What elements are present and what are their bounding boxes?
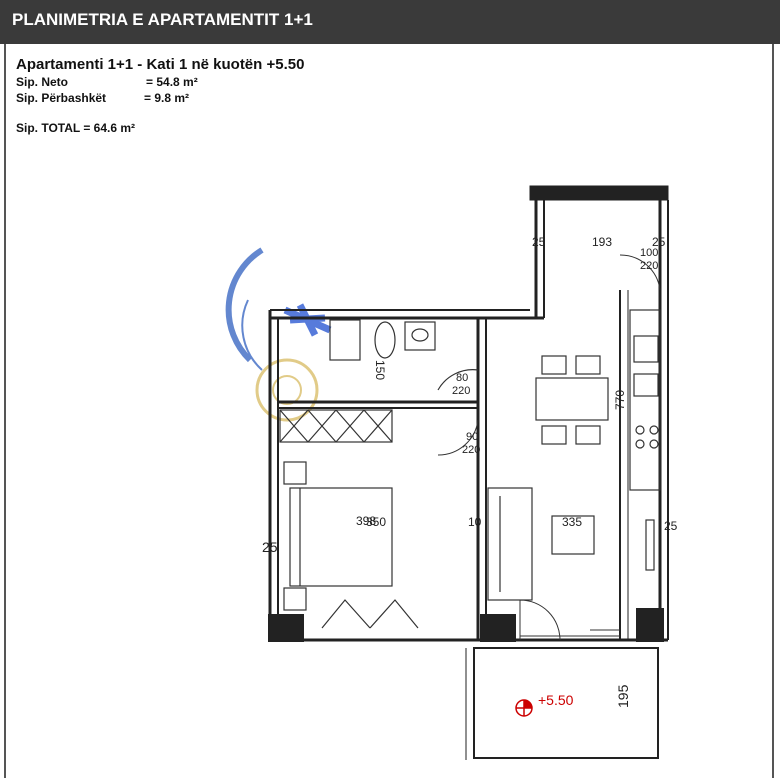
apartment-subtitle: Apartamenti 1+1 - Kati 1 në kuotën +5.50: [16, 56, 305, 73]
dim-335: 335: [562, 515, 582, 529]
level-label: +5.50: [538, 692, 574, 708]
page-title: PLANIMETRIA E APARTAMENTIT 1+1: [12, 10, 313, 29]
dim-door-main-w: 100: [640, 247, 658, 259]
neto-label: Sip. Neto: [16, 75, 69, 89]
kitchen-counter: [629, 309, 661, 571]
level-marker: [515, 699, 533, 717]
bed: [283, 461, 419, 629]
dim-door-bed-w: 90: [466, 431, 478, 443]
common-value: = 9.8 m²: [144, 91, 190, 105]
dim-193: 193: [592, 235, 612, 249]
dim-door-bed-h: 220: [462, 444, 480, 456]
dim-10: 10: [468, 515, 482, 529]
neto-row: Sip. Neto = 54.8 m²: [16, 75, 304, 91]
dim-25-top-right: 25: [652, 235, 666, 249]
balcony: [465, 647, 659, 760]
wardrobe: [279, 409, 393, 443]
total-area: Sip. TOTAL = 64.6 m²: [16, 121, 136, 135]
dim-25-top: 25: [532, 235, 546, 249]
sofa: [487, 487, 595, 601]
walls: [268, 185, 669, 642]
drawing-frame: [4, 44, 774, 778]
dim-25-right: 25: [664, 519, 678, 533]
dining-table: [535, 355, 609, 445]
dim-door-bath-w: 80: [456, 372, 468, 384]
dim-150: 150: [373, 360, 387, 380]
doors: [437, 254, 661, 641]
dim-350: 350: [366, 515, 386, 529]
page-title-banner: PLANIMETRIA E APARTAMENTIT 1+1: [0, 0, 780, 44]
dim-195: 195: [615, 684, 631, 708]
neto-value: = 54.8 m²: [146, 75, 198, 89]
watermark-logo: [255, 358, 319, 422]
dim-770: 770: [613, 390, 627, 410]
dim-door-bath-h: 220: [452, 385, 470, 397]
wall-columns: [268, 608, 664, 642]
area-info: Apartamenti 1+1 - Kati 1 në kuotën +5.50…: [16, 56, 304, 135]
common-row: Sip. Përbashkët = 9.8 m²: [16, 91, 304, 107]
dim-25-left: 25: [262, 539, 278, 555]
dim-398: 398: [356, 514, 376, 528]
bathroom-fixtures: [329, 319, 479, 391]
dim-door-main-h: 220: [640, 260, 658, 272]
common-label: Sip. Përbashkët: [16, 91, 107, 105]
dimension-labels: 25 193 25 100 220 150 80 220 90 220 770 …: [262, 235, 678, 708]
